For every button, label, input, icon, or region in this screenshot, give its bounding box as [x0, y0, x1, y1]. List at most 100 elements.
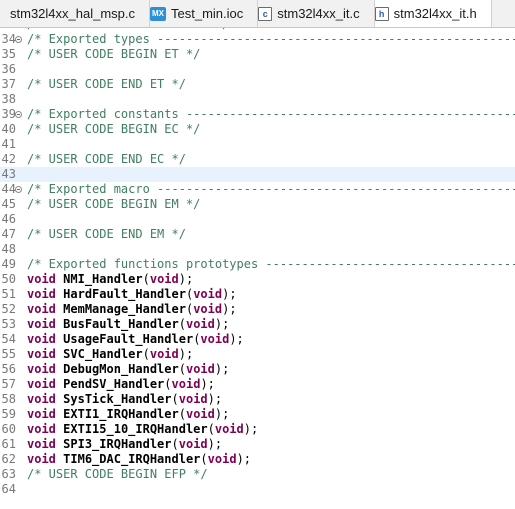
line-number: 52	[1, 302, 16, 316]
line-number: 46	[1, 212, 16, 226]
paren-open: (	[200, 452, 208, 466]
return-type-keyword: void	[27, 452, 56, 466]
code-text: /* USER CODE BEGIN ET */	[27, 47, 200, 62]
code-line[interactable]: 46	[0, 212, 515, 227]
paren-open: (	[185, 287, 194, 301]
fold-collapse-icon[interactable]	[15, 36, 22, 43]
code-text: /* USER CODE BEGIN EM */	[27, 197, 200, 212]
paren-close: );	[214, 362, 230, 376]
return-type-keyword: void	[27, 407, 56, 421]
comment-text: /* USER CODE END ET */	[27, 77, 186, 91]
code-line[interactable]: 61 void SPI3_IRQHandler(void);	[0, 437, 515, 452]
line-number: 57	[1, 377, 16, 391]
line-number: 41	[1, 137, 16, 151]
code-text: void SPI3_IRQHandler(void);	[27, 437, 222, 452]
code-line[interactable]: 49/* Exported functions prototypes -----…	[0, 257, 515, 272]
comment-text: /* Exported macro ----------------------…	[27, 182, 515, 196]
tab-stm32l4xx-hal-msp-c[interactable]: stm32l4xx_hal_msp.c	[0, 0, 150, 27]
code-text: void SVC_Handler(void);	[27, 347, 193, 362]
comment-text: /* USER CODE END EM */	[27, 227, 186, 241]
code-line[interactable]: 41	[0, 137, 515, 152]
fold-collapse-icon[interactable]	[15, 111, 22, 118]
line-number: 59	[1, 407, 16, 421]
line-number: 38	[1, 92, 16, 106]
return-type-keyword: void	[27, 437, 56, 451]
code-text: void UsageFault_Handler(void);	[27, 332, 244, 347]
code-line[interactable]: 63 /* USER CODE BEGIN EFP */	[0, 467, 515, 482]
arg-keyword: void	[185, 407, 215, 421]
return-type-keyword: void	[27, 392, 56, 406]
line-number: 63	[1, 467, 16, 481]
function-name: SysTick_Handler	[63, 392, 172, 406]
paren-open: (	[185, 302, 194, 316]
code-line[interactable]: 45/* USER CODE BEGIN EM */	[0, 197, 515, 212]
line-number: 47	[1, 227, 16, 241]
paren-close: );	[178, 272, 194, 286]
code-line[interactable]: 39/* Exported constants ----------------…	[0, 107, 515, 122]
paren-close: );	[214, 407, 230, 421]
arg-keyword: void	[214, 422, 244, 436]
code-line[interactable]: 38	[0, 92, 515, 107]
code-text: void HardFault_Handler(void);	[27, 287, 237, 302]
code-text: /* Exported functions prototypes -------…	[27, 257, 515, 272]
return-type-keyword: void	[27, 317, 56, 331]
arg-keyword: void	[200, 332, 230, 346]
function-name: UsageFault_Handler	[63, 332, 194, 346]
line-number: 60	[1, 422, 16, 436]
fold-collapse-icon[interactable]	[15, 186, 22, 193]
code-line[interactable]: 44 /* Exported macro --------------------…	[0, 182, 515, 197]
line-number: 61	[1, 437, 16, 451]
arg-keyword: void	[207, 452, 237, 466]
code-text: /* USER CODE END ET */	[27, 77, 186, 92]
tab-label: stm32l4xx_hal_msp.c	[10, 6, 135, 21]
code-area[interactable]: 33/* USER CODE END Includes */34/* Expor…	[0, 17, 515, 497]
arg-keyword: void	[149, 272, 179, 286]
arg-keyword: void	[178, 437, 208, 451]
paren-open: (	[178, 407, 186, 421]
code-line[interactable]: 37/* USER CODE END ET */	[0, 77, 515, 92]
comment-text: /* USER CODE BEGIN EFP */	[27, 467, 208, 481]
tab-stm32l4xx-it-c[interactable]: c stm32l4xx_it.c	[258, 0, 375, 27]
code-line[interactable]: 43	[0, 167, 515, 182]
code-line[interactable]: 34/* Exported types --------------------…	[0, 32, 515, 47]
line-number: 35	[1, 47, 16, 61]
comment-text: /* Exported functions prototypes -------…	[27, 257, 515, 271]
function-name: HardFault_Handler	[63, 287, 186, 301]
function-name: EXTI15_10_IRQHandler	[63, 422, 208, 436]
code-text: void NMI_Handler(void);	[27, 272, 193, 287]
paren-open: (	[178, 317, 186, 331]
code-text: /* USER CODE END EM */	[27, 227, 186, 242]
code-line[interactable]: 42/* USER CODE END EC */	[0, 152, 515, 167]
code-text: /* USER CODE BEGIN EC */	[27, 122, 200, 137]
line-number: 44	[1, 182, 16, 196]
arg-keyword: void	[149, 347, 179, 361]
code-line[interactable]: 47 /* USER CODE END EM */	[0, 227, 515, 242]
tab-test-min-ioc[interactable]: MX Test_min.ioc	[150, 0, 259, 27]
paren-close: );	[207, 392, 223, 406]
code-line[interactable]: 48	[0, 242, 515, 257]
code-line[interactable]: 36	[0, 62, 515, 77]
paren-open: (	[142, 272, 150, 286]
function-name: EXTI1_IRQHandler	[63, 407, 179, 421]
tab-stm32l4xx-it-h[interactable]: h stm32l4xx_it.h	[374, 0, 492, 27]
editor-tab-bar: stm32l4xx_hal_msp.c MX Test_min.ioc c st…	[0, 0, 515, 28]
line-number: 58	[1, 392, 16, 406]
paren-close: );	[222, 287, 237, 301]
code-line[interactable]: 35 /* USER CODE BEGIN ET */	[0, 47, 515, 62]
code-line[interactable]: 64	[0, 482, 515, 497]
paren-open: (	[178, 362, 186, 376]
code-line[interactable]: 40/* USER CODE BEGIN EC */	[0, 122, 515, 137]
